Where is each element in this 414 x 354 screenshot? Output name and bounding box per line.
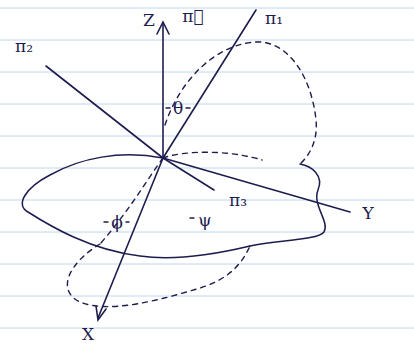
axis-label: π₃ xyxy=(229,192,247,209)
dashed-circles xyxy=(67,42,316,307)
angle-label: ψ xyxy=(198,212,211,229)
axis-label: π₂ xyxy=(15,38,33,55)
axis-label: Z xyxy=(143,12,155,29)
axis-label: X xyxy=(82,326,94,343)
axis-label: π₁ xyxy=(265,10,283,27)
angle-label: ϕ xyxy=(111,214,123,231)
angle-label: θ xyxy=(173,100,183,117)
vector-label: π⃗ xyxy=(182,8,203,25)
axis-label: Y xyxy=(362,205,373,222)
notebook-lines xyxy=(0,8,414,328)
solid-circle xyxy=(22,155,325,258)
axes xyxy=(46,10,350,320)
